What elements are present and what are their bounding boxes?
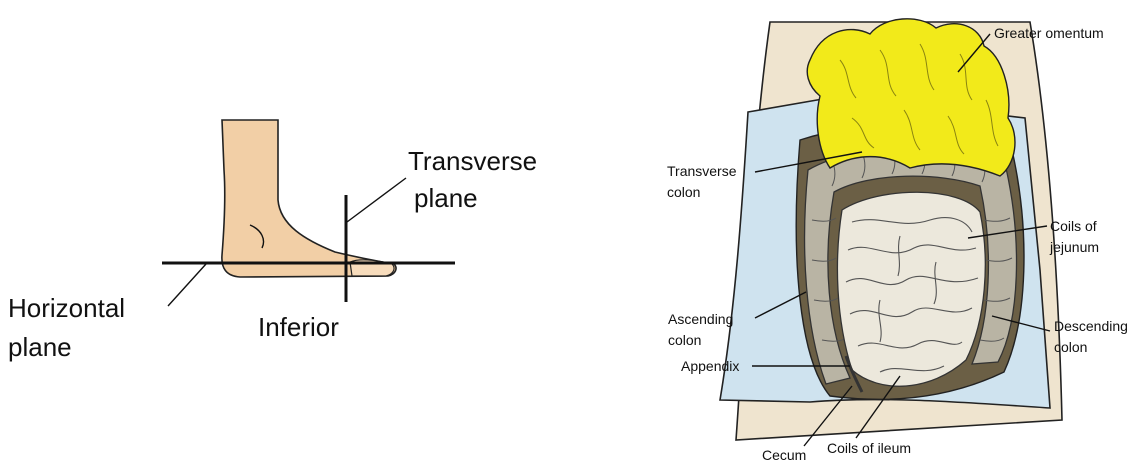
descending-colon-label-2: colon — [1054, 339, 1087, 355]
foot-illustration — [222, 120, 396, 277]
small-intestine — [837, 192, 985, 386]
inferior-label: Inferior — [258, 312, 339, 342]
transverse-plane-label-2: plane — [414, 183, 478, 213]
transverse-colon-label-2: colon — [667, 184, 700, 200]
foot-plane-diagram: Transverse plane Horizontal plane Inferi… — [8, 120, 537, 362]
ascending-colon-label-1: Ascending — [668, 311, 733, 327]
appendix-label: Appendix — [681, 358, 739, 374]
ascending-colon-label-2: colon — [668, 332, 701, 348]
descending-colon-label-1: Descending — [1054, 318, 1128, 334]
transverse-plane-label-1: Transverse — [408, 146, 537, 176]
horizontal-plane-label-1: Horizontal — [8, 293, 125, 323]
cecum-label: Cecum — [762, 447, 806, 462]
abdomen-diagram: Greater omentum Transverse colon Coils o… — [667, 19, 1128, 462]
horizontal-plane-label-2: plane — [8, 332, 72, 362]
ileum-label: Coils of ileum — [827, 440, 911, 456]
transverse-leader — [347, 178, 406, 222]
jejunum-label-2: jejunum — [1049, 239, 1099, 255]
horizontal-leader — [168, 264, 206, 306]
greater-omentum-label: Greater omentum — [994, 25, 1104, 41]
transverse-colon-label-1: Transverse — [667, 163, 737, 179]
jejunum-label-1: Coils of — [1050, 218, 1097, 234]
